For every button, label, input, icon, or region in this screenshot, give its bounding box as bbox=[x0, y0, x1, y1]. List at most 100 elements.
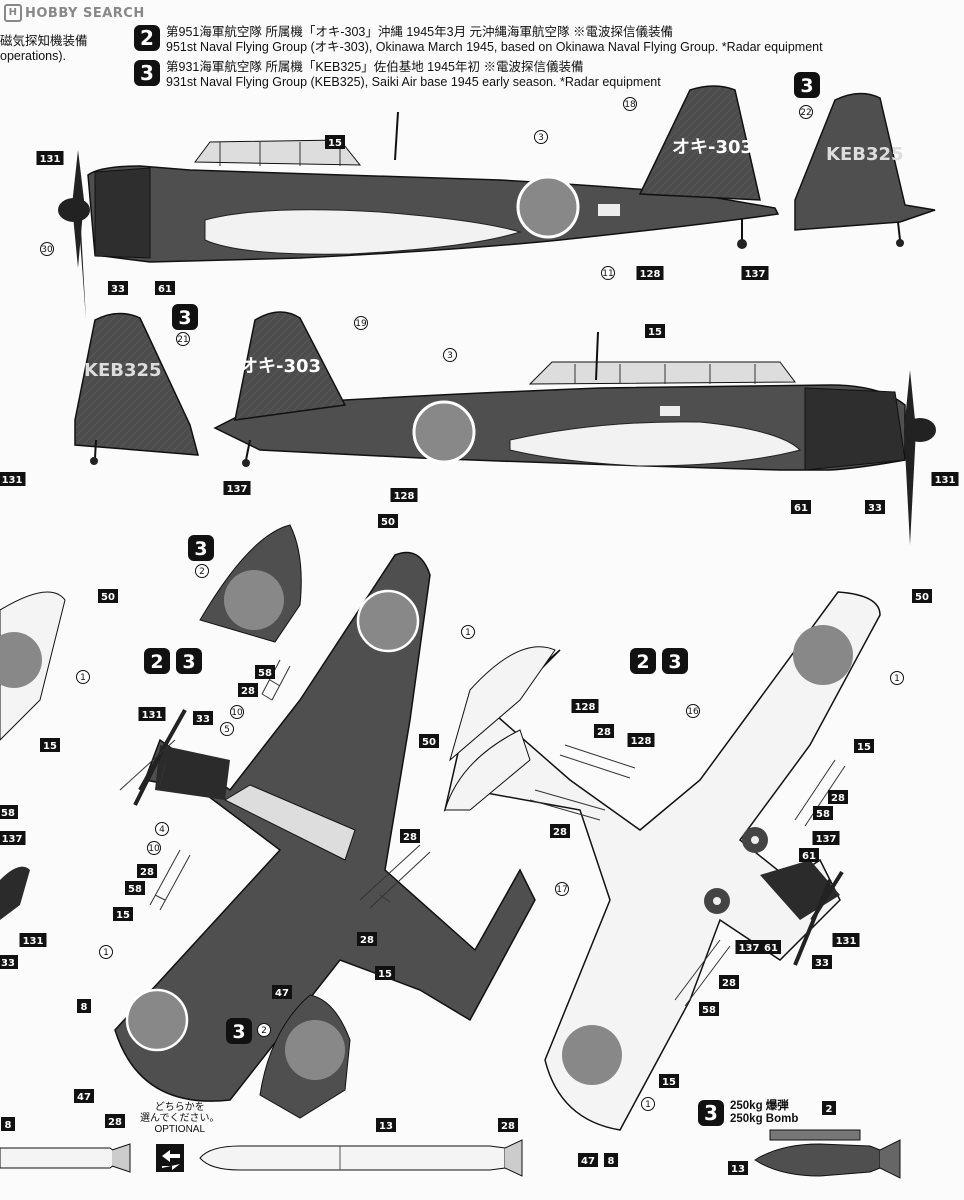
part-number-label: 137 bbox=[739, 943, 760, 954]
part-number-label: 131 bbox=[836, 936, 857, 947]
decal-number-label: 10 bbox=[231, 708, 243, 718]
part-number-label: 47 bbox=[77, 1092, 91, 1103]
part-number-label: 50 bbox=[915, 592, 929, 603]
part-number-label: 128 bbox=[575, 702, 596, 713]
part-number-box bbox=[223, 481, 251, 495]
part-number-label: 128 bbox=[394, 491, 415, 502]
part-number-box bbox=[719, 975, 739, 989]
optional-jp-1: どちらかを bbox=[154, 1102, 205, 1113]
part-number-box bbox=[113, 907, 133, 921]
tail-code-keb325-left: KEB325 bbox=[84, 360, 162, 381]
part-number-box bbox=[419, 734, 439, 748]
part-number-label: 33 bbox=[196, 714, 210, 725]
part-number-box bbox=[812, 831, 840, 845]
part-number-label: 131 bbox=[40, 154, 61, 165]
part-number-label: 8 bbox=[81, 1002, 88, 1013]
part-number-box bbox=[854, 739, 874, 753]
decal-number-label: 19 bbox=[355, 319, 367, 329]
part-number-box bbox=[735, 940, 763, 954]
side-view-right-facing: オキ-303 bbox=[213, 311, 936, 545]
part-number-box bbox=[272, 985, 292, 999]
decal-number-label: 2 bbox=[199, 567, 205, 577]
part-number-box bbox=[137, 864, 157, 878]
part-number-label: 137 bbox=[745, 269, 766, 280]
part-number-box bbox=[0, 472, 26, 486]
part-number-label: 58 bbox=[128, 884, 142, 895]
part-number-box bbox=[155, 281, 175, 295]
decal-number-label: 22 bbox=[800, 108, 811, 118]
part-number-label: 33 bbox=[868, 503, 882, 514]
part-number-box bbox=[761, 940, 781, 954]
part-number-label: 58 bbox=[258, 668, 272, 679]
part-number-label: 50 bbox=[381, 517, 395, 528]
decal-number-label: 21 bbox=[177, 335, 188, 345]
decal-number-label: 3 bbox=[538, 133, 544, 143]
part-number-box bbox=[98, 589, 118, 603]
part-number-box bbox=[594, 724, 614, 738]
decal-number-circle bbox=[601, 266, 615, 280]
part-number-label: 61 bbox=[764, 943, 778, 954]
part-number-box bbox=[699, 1002, 719, 1016]
decal-number-circle bbox=[799, 105, 813, 119]
decal-number-label: 4 bbox=[159, 825, 165, 835]
decal-number-circle bbox=[40, 242, 54, 256]
bomb-jp: 250kg 爆弾 bbox=[730, 1100, 789, 1112]
watermark-text: HOBBY SEARCH bbox=[25, 5, 145, 21]
decal-number-circle bbox=[890, 671, 904, 685]
part-number-label: 28 bbox=[553, 827, 567, 838]
part-number-label: 13 bbox=[731, 1164, 745, 1175]
decal-number-circle bbox=[443, 348, 457, 362]
part-number-label: 50 bbox=[422, 737, 436, 748]
part-number-box bbox=[77, 999, 91, 1013]
decal-number-circle bbox=[555, 882, 569, 896]
decal-number-circle bbox=[147, 841, 161, 855]
part-number-label: 131 bbox=[142, 710, 163, 721]
part-number-box bbox=[375, 966, 395, 980]
optional-jp-2: 選んでください。 bbox=[140, 1113, 220, 1124]
wing-panel-fragment-top bbox=[199, 524, 302, 643]
part-number-box bbox=[636, 266, 664, 280]
part-number-box bbox=[627, 733, 655, 747]
part-number-label: 28 bbox=[140, 867, 154, 878]
scheme-2-en: 951st Naval Flying Group (オキ-303), Okina… bbox=[166, 40, 823, 54]
scheme-2-header: 2 第951海軍航空隊 所属機「オキ-303」沖縄 1945年3月 元沖縄海軍航… bbox=[134, 25, 823, 55]
part-number-box bbox=[728, 1161, 748, 1175]
part-number-box bbox=[604, 1153, 618, 1167]
part-number-label: 58 bbox=[702, 1005, 716, 1016]
decal-number-label: 1 bbox=[645, 1100, 651, 1110]
left-cut-jp: 磁気探知機装備 bbox=[0, 34, 88, 48]
part-number-box bbox=[0, 831, 26, 845]
part-number-box bbox=[1, 1117, 15, 1131]
decal-number-label: 5 bbox=[224, 725, 230, 735]
decal-number-circle bbox=[354, 316, 368, 330]
part-number-label: 28 bbox=[722, 978, 736, 989]
badge-3: 3 bbox=[232, 1021, 245, 1043]
top-view-upper-surface bbox=[114, 551, 536, 1102]
tail-code-keb325: KEB325 bbox=[826, 144, 904, 165]
part-number-box bbox=[799, 848, 819, 862]
decal-number-circle bbox=[176, 332, 190, 346]
decal-number-label: 1 bbox=[894, 674, 900, 684]
part-number-box bbox=[498, 1118, 518, 1132]
part-number-label: 61 bbox=[802, 851, 816, 862]
hobbysearch-logo-icon: H bbox=[4, 4, 22, 22]
part-number-box bbox=[571, 699, 599, 713]
cut-off-left-caption: 磁気探知機装備 operations). bbox=[0, 34, 88, 64]
part-number-label: 131 bbox=[2, 475, 23, 486]
bottom-view-underside bbox=[443, 591, 881, 1131]
decal-number-label: 18 bbox=[624, 100, 636, 110]
decal-number-label: 11 bbox=[602, 269, 613, 279]
part-number-box bbox=[822, 1101, 836, 1115]
decal-number-circle bbox=[155, 822, 169, 836]
watermark: H HOBBY SEARCH bbox=[4, 4, 145, 22]
part-number-box bbox=[865, 500, 885, 514]
decal-number-circle bbox=[99, 945, 113, 959]
decal-number-label: 30 bbox=[41, 245, 53, 255]
part-number-box bbox=[550, 824, 570, 838]
part-number-label: 28 bbox=[597, 727, 611, 738]
tail-fragment-left: KEB325 bbox=[74, 312, 199, 465]
part-number-box bbox=[40, 738, 60, 752]
